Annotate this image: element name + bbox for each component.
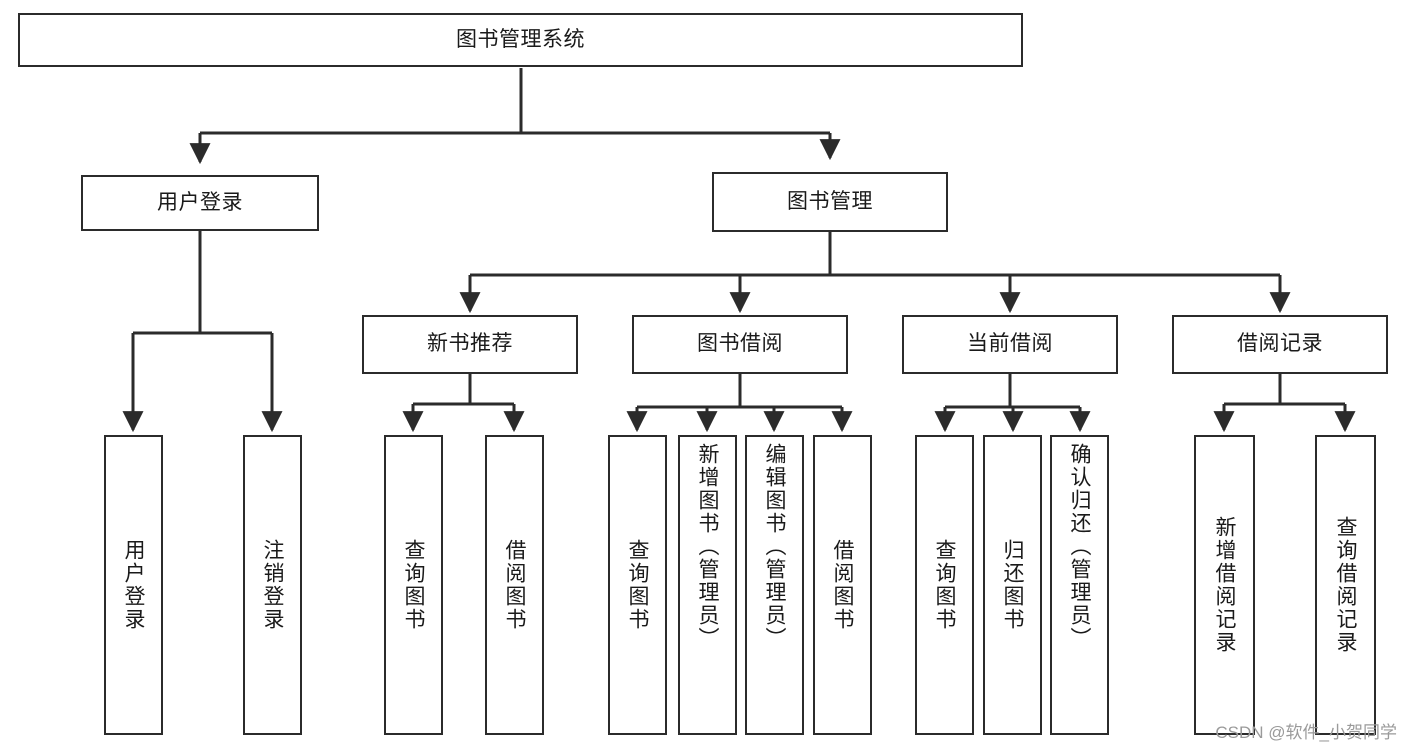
leaf-current-borrow-query-book[interactable]: 查询图书 bbox=[915, 435, 974, 735]
leaf-book-borrow-query-book[interactable]: 查询图书 bbox=[608, 435, 667, 735]
node-label: 新增借阅记录 bbox=[1213, 516, 1236, 654]
node-label: 新增图书（管理员） bbox=[696, 443, 719, 650]
node-label: 查询图书 bbox=[626, 539, 649, 631]
leaf-new-book-borrow-book[interactable]: 借阅图书 bbox=[485, 435, 544, 735]
leaf-current-borrow-confirm-return-admin[interactable]: 确认归还（管理员） bbox=[1050, 435, 1109, 735]
node-label: 图书管理 bbox=[787, 189, 873, 213]
node-label: 用户登录 bbox=[157, 190, 243, 214]
leaf-book-borrow-borrow-book[interactable]: 借阅图书 bbox=[813, 435, 872, 735]
leaf-current-borrow-return-book[interactable]: 归还图书 bbox=[983, 435, 1042, 735]
node-label: 编辑图书（管理员） bbox=[763, 443, 786, 650]
leaf-user-login-login[interactable]: 用户登录 bbox=[104, 435, 163, 735]
node-label: 用户登录 bbox=[122, 539, 145, 631]
node-root-book-management-system[interactable]: 图书管理系统 bbox=[18, 13, 1023, 67]
leaf-borrow-record-query-record[interactable]: 查询借阅记录 bbox=[1315, 435, 1376, 735]
node-label: 归还图书 bbox=[1001, 539, 1024, 631]
node-label: 查询借阅记录 bbox=[1334, 516, 1357, 654]
leaf-new-book-query-book[interactable]: 查询图书 bbox=[384, 435, 443, 735]
node-label: 确认归还（管理员） bbox=[1068, 443, 1091, 650]
node-user-login[interactable]: 用户登录 bbox=[81, 175, 319, 231]
node-label: 图书管理系统 bbox=[456, 27, 585, 51]
leaf-book-borrow-add-book-admin[interactable]: 新增图书（管理员） bbox=[678, 435, 737, 735]
node-book-management[interactable]: 图书管理 bbox=[712, 172, 948, 232]
node-book-borrow[interactable]: 图书借阅 bbox=[632, 315, 848, 374]
node-label: 新书推荐 bbox=[427, 332, 513, 356]
node-label: 查询图书 bbox=[933, 539, 956, 631]
node-label: 当前借阅 bbox=[967, 332, 1053, 356]
node-label: 借阅图书 bbox=[831, 539, 854, 631]
node-current-borrow[interactable]: 当前借阅 bbox=[902, 315, 1118, 374]
leaf-book-borrow-edit-book-admin[interactable]: 编辑图书（管理员） bbox=[745, 435, 804, 735]
node-label: 借阅记录 bbox=[1237, 332, 1323, 356]
leaf-user-login-logout[interactable]: 注销登录 bbox=[243, 435, 302, 735]
node-borrow-record[interactable]: 借阅记录 bbox=[1172, 315, 1388, 374]
node-label: 图书借阅 bbox=[697, 332, 783, 356]
node-new-book-recommend[interactable]: 新书推荐 bbox=[362, 315, 578, 374]
leaf-borrow-record-add-record[interactable]: 新增借阅记录 bbox=[1194, 435, 1255, 735]
node-label: 借阅图书 bbox=[503, 539, 526, 631]
node-label: 查询图书 bbox=[402, 539, 425, 631]
node-label: 注销登录 bbox=[261, 539, 284, 631]
